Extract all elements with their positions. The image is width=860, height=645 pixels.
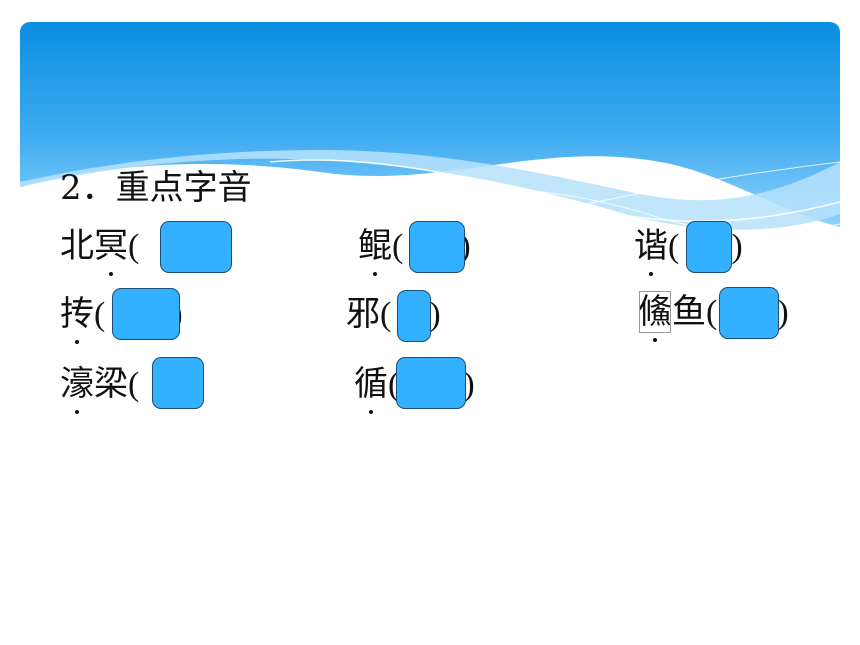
open-paren: ( [668, 228, 680, 265]
answer-box-xie[interactable] [686, 221, 732, 273]
close-paren: ) [429, 296, 441, 333]
char: 鯈 [638, 291, 672, 342]
open-paren: ( [380, 296, 392, 333]
char: 循 [354, 364, 388, 414]
answer-box-beiming[interactable] [160, 221, 232, 273]
vocab-item-xie2: 邪() [346, 292, 441, 337]
char: 梁 [94, 364, 128, 404]
header-banner [20, 22, 840, 242]
open-paren: ( [128, 366, 140, 403]
char: 鲲 [358, 226, 392, 276]
close-paren: ) [731, 228, 743, 265]
vocab-item-tiaoyu: 鯈鱼() [638, 290, 789, 342]
answer-box-haoliang[interactable] [152, 357, 204, 409]
vocab-word: 循 [354, 364, 388, 414]
vocab-word: 北冥 [60, 226, 128, 276]
open-paren: ( [706, 294, 718, 331]
char: 北 [60, 226, 94, 266]
answer-box-kun[interactable] [409, 221, 465, 273]
char: 抟 [60, 294, 94, 344]
char: 谐 [634, 226, 668, 276]
char: 鱼 [672, 292, 706, 332]
vocab-word: 鲲 [358, 226, 392, 276]
char: 冥 [94, 226, 128, 276]
close-paren: ) [777, 294, 789, 331]
open-paren: ( [392, 228, 404, 265]
vocab-word: 鯈鱼 [638, 291, 706, 342]
open-paren: ( [388, 366, 400, 403]
vocab-word: 濠梁 [60, 364, 128, 414]
section-heading: 2．重点字音 [60, 168, 252, 208]
open-paren: ( [94, 296, 106, 333]
vocab-word: 邪 [346, 294, 380, 334]
answer-box-xun[interactable] [396, 357, 466, 409]
char: 濠 [60, 364, 94, 414]
vocab-item-xie: 谐() [634, 224, 743, 276]
open-paren: ( [128, 228, 140, 265]
answer-box-tiaoyu[interactable] [719, 287, 779, 339]
answer-box-tuan[interactable] [112, 288, 180, 340]
vocab-item-xun: 循() [354, 362, 475, 414]
vocab-word: 谐 [634, 226, 668, 276]
char: 邪 [346, 294, 380, 334]
close-paren: ) [463, 366, 475, 403]
vocab-word: 抟 [60, 294, 94, 344]
answer-box-xie2[interactable] [397, 290, 431, 342]
